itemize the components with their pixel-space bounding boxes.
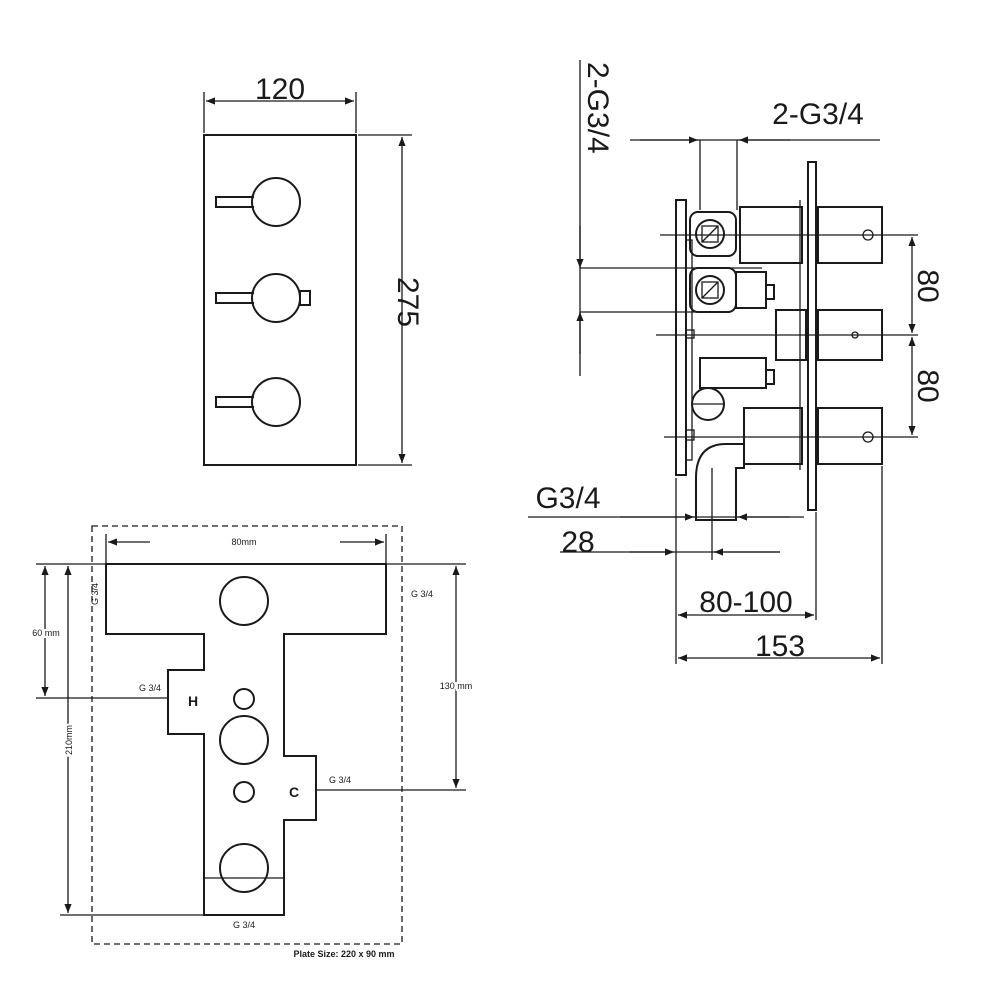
plate-size-label: Plate Size: 220 x 90 mm [293, 949, 394, 959]
valve-body-outline [105, 563, 387, 916]
plate-outline [91, 525, 403, 945]
front-view: 120 275 [203, 73, 424, 466]
trim-plate-side [807, 161, 817, 511]
small-hole-lower [233, 781, 255, 803]
top-right-port-label: G 3/4 [411, 589, 433, 599]
top-offset-label: 60 mm [32, 628, 60, 638]
handle-top [215, 177, 301, 227]
total-depth-label: 153 [755, 630, 805, 663]
outlet-label: G3/4 [535, 482, 600, 515]
top-left-port-label: G 3/4 [90, 583, 100, 605]
cold-label: C [289, 784, 299, 800]
cartridge-hole-top [219, 576, 269, 626]
plate-view: 80mm 60 mm 210mm 130 mm G 3/4 G 3/4 G 3/… [30, 525, 474, 959]
spacing-label-2: 80 [911, 369, 944, 402]
plate-height-label: 210mm [64, 725, 74, 755]
cartridge-hole-middle [219, 715, 269, 765]
side-view: 2-G3/4 2-G3/4 [528, 60, 944, 664]
hot-port-label: G 3/4 [139, 683, 161, 693]
trim-plate [203, 134, 357, 466]
small-hole-upper [233, 688, 255, 710]
valve-body-middle [685, 267, 883, 361]
depth-range-label: 80-100 [699, 586, 792, 619]
hot-label: H [188, 693, 198, 709]
spacing-label-1: 80 [911, 269, 944, 302]
plate-width-label: 80mm [231, 537, 256, 547]
valve-body-bottom [685, 357, 883, 465]
bottom-port-label: G 3/4 [233, 920, 255, 930]
handle-middle [215, 273, 311, 323]
cold-port-label: G 3/4 [329, 775, 351, 785]
front-width-label: 120 [255, 73, 305, 106]
cartridge-hole-bottom [219, 843, 269, 893]
wall-plate [675, 199, 687, 476]
front-height-label: 275 [391, 277, 424, 327]
right-height-label: 130 mm [440, 681, 473, 691]
outlet-elbow [695, 443, 745, 521]
inlet-horizontal-label: 2-G3/4 [772, 98, 864, 131]
outlet-offset-label: 28 [561, 526, 594, 559]
inlet-vertical-label: 2-G3/4 [581, 62, 614, 154]
handle-bottom [215, 377, 301, 427]
